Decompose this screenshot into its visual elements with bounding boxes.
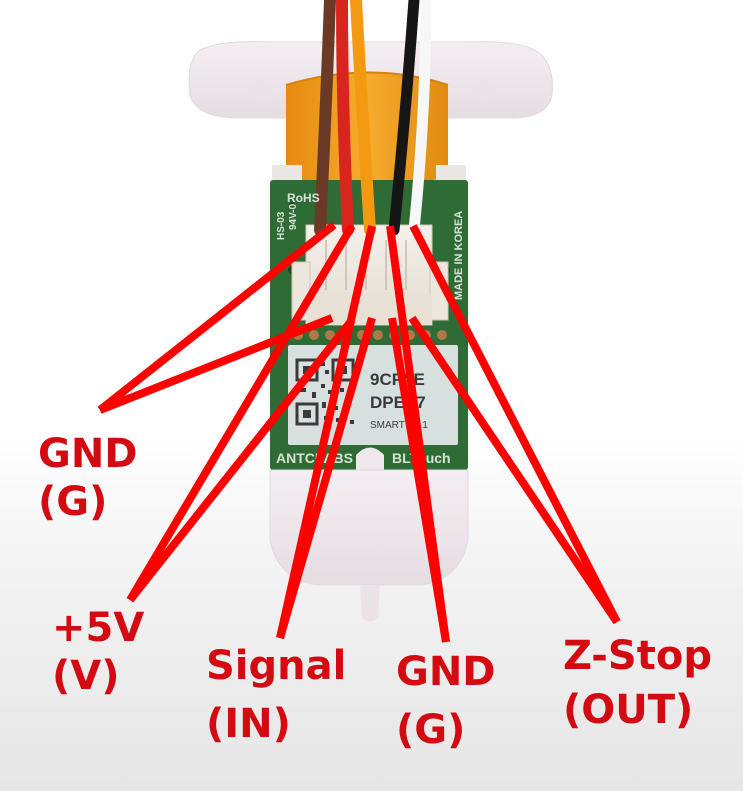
- wire-red: [336, 0, 354, 236]
- pin-label-signal: Signal (IN): [206, 642, 346, 748]
- pin-label-gnd-left: GND (G): [38, 430, 138, 526]
- brand-antclabs: ANTCLABS: [276, 450, 353, 466]
- wire-orange: [350, 0, 376, 236]
- pin-label-plus5v: +5V (V): [52, 604, 144, 700]
- pin-code: (V): [52, 653, 120, 699]
- wire-black: [388, 0, 420, 236]
- probe-pin: [360, 585, 380, 622]
- pin-code: (G): [396, 707, 466, 753]
- pin-label-zstop: Z-Stop (OUT): [563, 632, 712, 734]
- annotation-lines-top: [97, 221, 621, 643]
- pin-label-gnd-right: GND (G): [396, 648, 496, 754]
- pcb-text-hs: HS-03: [276, 211, 287, 240]
- wire-white: [408, 0, 432, 236]
- pcb-text-94v: 94V-0: [288, 203, 299, 230]
- pin-code: (OUT): [563, 687, 694, 733]
- wire-brown: [314, 0, 336, 236]
- pointer-line-zstop: [408, 315, 621, 625]
- rohs-text: RoHS: [287, 191, 320, 205]
- device-version: SMART V3.1: [370, 420, 428, 431]
- pin-name: Z-Stop: [563, 633, 712, 679]
- pin-code: (G): [38, 479, 108, 525]
- pin-name: Signal: [206, 643, 347, 689]
- pin-name: GND: [396, 649, 496, 695]
- pin-code: (IN): [206, 701, 291, 747]
- pin-name: +5V: [52, 605, 145, 651]
- wire-bundle: [314, 0, 432, 236]
- pin-name: GND: [38, 431, 138, 477]
- made-in-korea-text: MADE IN KOREA: [453, 211, 465, 300]
- pointer-line-gnd-left: [98, 314, 334, 414]
- pointer-line-plus5v: [126, 317, 356, 603]
